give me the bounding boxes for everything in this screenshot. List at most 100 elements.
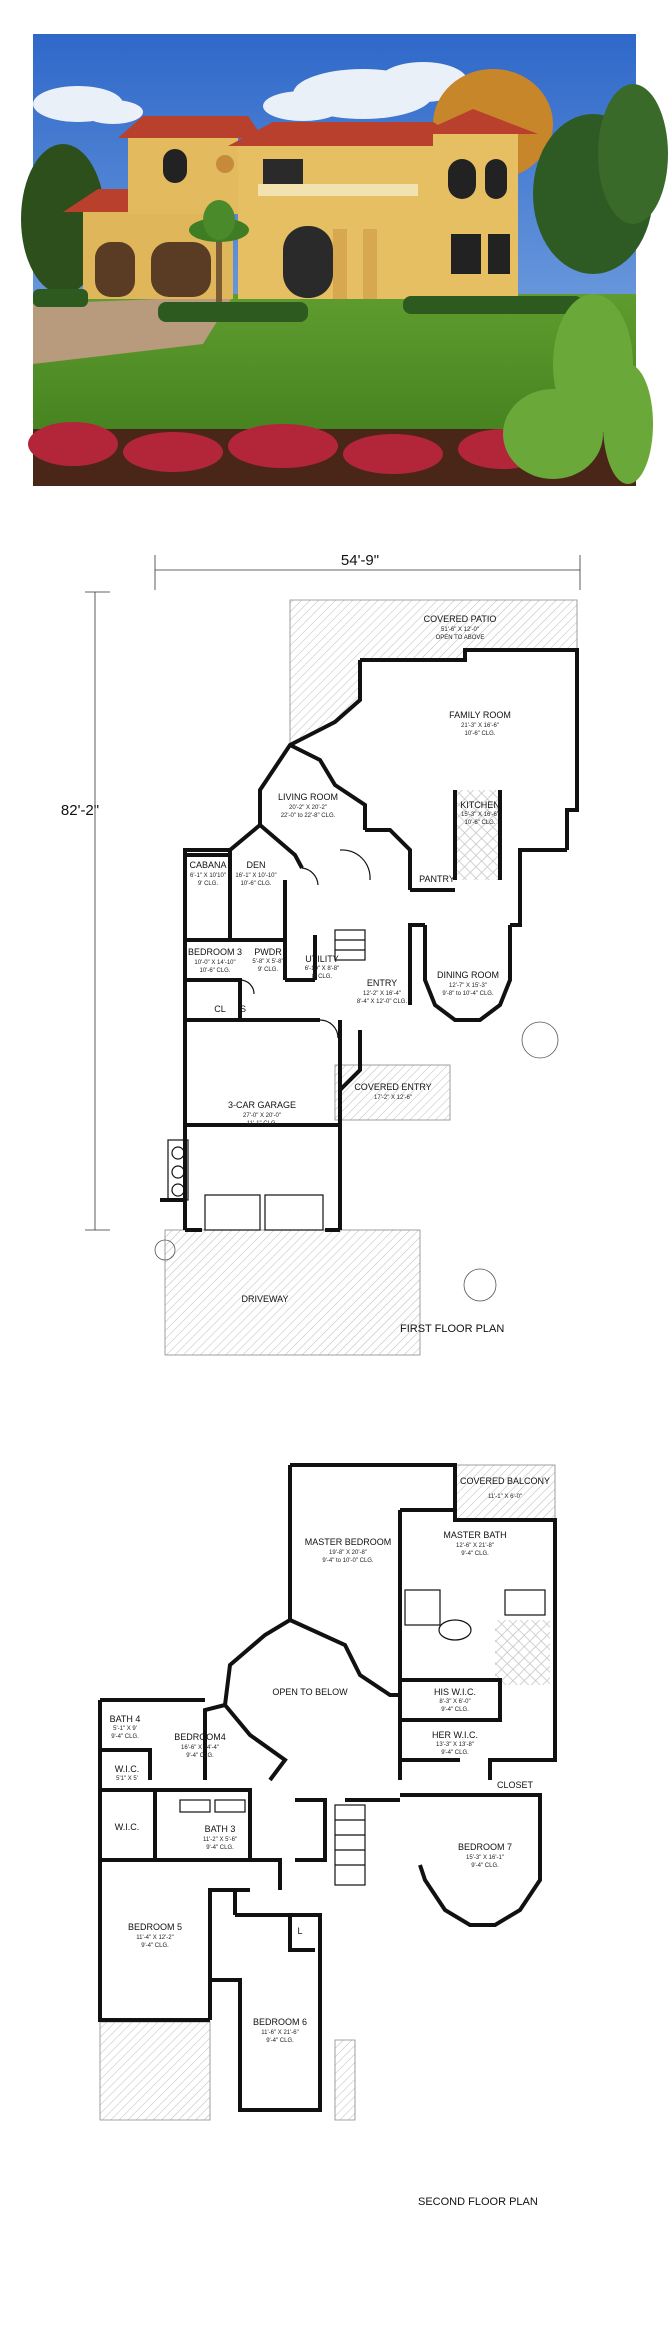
- svg-text:9'-4" CLG.: 9'-4" CLG.: [441, 1707, 469, 1713]
- svg-text:9'-4" CLG.: 9'-4" CLG.: [266, 2038, 294, 2044]
- svg-text:8'-4" X 12'-0" CLG.: 8'-4" X 12'-0" CLG.: [357, 999, 408, 1005]
- depth-dimension-text: 82'-2": [61, 802, 99, 819]
- svg-text:10'-6" CLG.: 10'-6" CLG.: [465, 731, 496, 737]
- svg-text:12'-7" X 15'-3": 12'-7" X 15'-3": [449, 983, 487, 989]
- svg-text:5'1" X 5': 5'1" X 5': [116, 1776, 138, 1782]
- room-family-room: FAMILY ROOM 21'-3" X 16'-6" 10'-6" CLG.: [449, 710, 511, 737]
- svg-text:16'-1" X 10'-10": 16'-1" X 10'-10": [235, 873, 276, 879]
- svg-text:11'-6" X 21'-6": 11'-6" X 21'-6": [261, 2030, 298, 2036]
- tub-icon: [404, 1589, 546, 1641]
- svg-text:9'-4" CLG.: 9'-4" CLG.: [111, 1734, 139, 1740]
- svg-text:9' CLG.: 9' CLG.: [198, 881, 218, 887]
- svg-text:UTILITY: UTILITY: [305, 954, 339, 964]
- svg-text:21'-3" X 16'-6": 21'-3" X 16'-6": [461, 723, 499, 729]
- second-floor-plan: MASTER BEDROOM 19'-8" X 20'-8" 9'-4" to …: [98, 1463, 557, 2208]
- room-bath-4: BATH 4 5'-1" X 9' 9'-4" CLG.: [110, 1714, 141, 1740]
- foreground-plants: [28, 294, 653, 486]
- pool-equipment-icon: [167, 1139, 189, 1201]
- room-her-wic: HER W.I.C. 13'-3" X 13'-8" 9'-4" CLG.: [432, 1730, 478, 1756]
- svg-text:OPEN TO BELOW: OPEN TO BELOW: [272, 1687, 348, 1697]
- svg-text:DRIVEWAY: DRIVEWAY: [241, 1294, 288, 1304]
- svg-text:COVERED BALCONY: COVERED BALCONY: [460, 1476, 550, 1486]
- room-closet: CLOSET: [497, 1780, 534, 1790]
- room-entry: ENTRY 12'-2" X 16'-4" 8'-4" X 12'-0" CLG…: [357, 978, 408, 1005]
- svg-text:16'-6" X 14'-4": 16'-6" X 14'-4": [181, 1745, 219, 1751]
- exterior-walls: [160, 648, 579, 1232]
- svg-text:9' CLG.: 9' CLG.: [258, 967, 278, 973]
- svg-text:5'-1" X 9': 5'-1" X 9': [113, 1726, 137, 1732]
- room-wic-1: W.I.C. 5'1" X 5': [115, 1764, 140, 1782]
- room-covered-patio: COVERED PATIO 51'-6" X 12'-0" OPEN TO AB…: [424, 614, 497, 641]
- svg-text:BATH 3: BATH 3: [205, 1824, 236, 1834]
- room-pwdr: PWDR 5'-8" X 5'-8" 9' CLG.: [252, 947, 283, 973]
- svg-text:12'-6" X 21'-8": 12'-6" X 21'-8": [456, 1543, 494, 1549]
- room-living-room: LIVING ROOM 20'-2" X 20'-2" 22'-0" to 22…: [278, 792, 338, 819]
- svg-text:10'-6" CLG.: 10'-6" CLG.: [200, 968, 231, 974]
- room-covered-balcony: COVERED BALCONY 11'-1" X 6'-0": [460, 1476, 550, 1500]
- house: [63, 109, 538, 299]
- room-cl: CL: [214, 1004, 226, 1014]
- stairs: [334, 1804, 366, 1886]
- width-dimension-text: 54'-9": [341, 552, 379, 569]
- svg-text:COVERED ENTRY: COVERED ENTRY: [354, 1082, 431, 1092]
- room-garage: 3-CAR GARAGE 27'-0" X 20'-0" 11'-1" CLG.: [228, 1100, 296, 1127]
- svg-text:W.I.C.: W.I.C.: [115, 1822, 140, 1832]
- room-kitchen: KITCHEN 15'-3" X 16'-6" 10'-6" CLG.: [460, 800, 500, 826]
- svg-text:9'-4" to 10'-0" CLG.: 9'-4" to 10'-0" CLG.: [322, 1558, 374, 1564]
- room-wic-2: W.I.C.: [115, 1822, 140, 1832]
- room-bedroom-4: BEDROOM4 16'-6" X 14'-4" 9'-4" CLG.: [174, 1732, 226, 1759]
- svg-text:6'-1" X 10'10": 6'-1" X 10'10": [190, 873, 226, 879]
- sink-icon: [179, 1799, 246, 1813]
- walls-second-floor: [98, 1463, 557, 2112]
- room-bedroom-6: BEDROOM 6 11'-6" X 21'-6" 9'-4" CLG.: [253, 2017, 307, 2044]
- svg-text:BEDROOM 6: BEDROOM 6: [253, 2017, 307, 2027]
- svg-text:COVERED PATIO: COVERED PATIO: [424, 614, 497, 624]
- svg-text:BEDROOM 5: BEDROOM 5: [128, 1922, 182, 1932]
- shrubs: [154, 1021, 559, 1302]
- svg-text:KITCHEN: KITCHEN: [460, 800, 500, 810]
- svg-text:9'-4" CLG.: 9'-4" CLG.: [441, 1750, 469, 1756]
- width-dimension: 54'-9": [154, 552, 581, 590]
- room-bedroom-3: BEDROOM 3 10'-0" X 14'-10" 10'-6" CLG.: [188, 947, 242, 974]
- svg-text:51'-6" X 12'-0": 51'-6" X 12'-0": [441, 627, 479, 633]
- svg-text:9'-4" CLG.: 9'-4" CLG.: [141, 1943, 169, 1949]
- depth-dimension: 82'-2": [61, 591, 110, 1231]
- svg-text:6'-10" X 8'-8": 6'-10" X 8'-8": [305, 966, 340, 972]
- clouds: [33, 62, 468, 124]
- svg-text:10'-6" CLG.: 10'-6" CLG.: [465, 820, 496, 826]
- room-pantry: PANTRY: [419, 874, 455, 884]
- room-master-bath: MASTER BATH 12'-6" X 21'-8" 9'-4" CLG.: [443, 1530, 506, 1557]
- svg-text:HER W.I.C.: HER W.I.C.: [432, 1730, 478, 1740]
- svg-text:10'-0" X 14'-10": 10'-0" X 14'-10": [194, 960, 235, 966]
- room-master-bedroom: MASTER BEDROOM 19'-8" X 20'-8" 9'-4" to …: [305, 1537, 392, 1564]
- svg-text:9'-4" CLG.: 9'-4" CLG.: [471, 1863, 499, 1869]
- svg-text:W.I.C.: W.I.C.: [115, 1764, 140, 1774]
- svg-text:22'-0" to 22'-8" CLG.: 22'-0" to 22'-8" CLG.: [281, 813, 336, 819]
- svg-text:DINING ROOM: DINING ROOM: [437, 970, 499, 980]
- room-den: DEN 16'-1" X 10'-10" 10'-6" CLG.: [235, 860, 276, 887]
- svg-text:CLOSET: CLOSET: [497, 1780, 534, 1790]
- svg-text:LIVING ROOM: LIVING ROOM: [278, 792, 338, 802]
- svg-text:MASTER BATH: MASTER BATH: [443, 1530, 506, 1540]
- room-open-to-below: OPEN TO BELOW: [272, 1687, 348, 1697]
- svg-text:3-CAR GARAGE: 3-CAR GARAGE: [228, 1100, 296, 1110]
- room-driveway: DRIVEWAY: [241, 1294, 288, 1304]
- house-exterior-photo: [21, 34, 668, 486]
- svg-text:5'-8" X 5'-8": 5'-8" X 5'-8": [252, 959, 283, 965]
- svg-text:13'-3" X 13'-8": 13'-3" X 13'-8": [436, 1742, 474, 1748]
- room-utility: UTILITY 6'-10" X 8'-8" 8' CLG.: [305, 954, 340, 980]
- svg-text:CL: CL: [214, 1004, 226, 1014]
- svg-text:9'-4" CLG.: 9'-4" CLG.: [461, 1551, 489, 1557]
- svg-text:9'-4" CLG.: 9'-4" CLG.: [206, 1845, 234, 1851]
- svg-text:PWDR: PWDR: [254, 947, 282, 957]
- svg-text:BEDROOM4: BEDROOM4: [174, 1732, 226, 1742]
- svg-text:S: S: [240, 1004, 246, 1014]
- svg-text:MASTER BEDROOM: MASTER BEDROOM: [305, 1537, 392, 1547]
- svg-text:ENTRY: ENTRY: [367, 978, 397, 988]
- room-his-wic: HIS W.I.C. 8'-3" X 6'-0" 9'-4" CLG.: [434, 1687, 476, 1713]
- room-bedroom-7: BEDROOM 7 15'-3" X 16'-1" 9'-4" CLG.: [458, 1842, 512, 1869]
- stairs: [334, 929, 366, 961]
- svg-text:19'-8" X 20'-8": 19'-8" X 20'-8": [329, 1550, 367, 1556]
- svg-text:L: L: [297, 1926, 302, 1936]
- svg-text:PANTRY: PANTRY: [419, 874, 455, 884]
